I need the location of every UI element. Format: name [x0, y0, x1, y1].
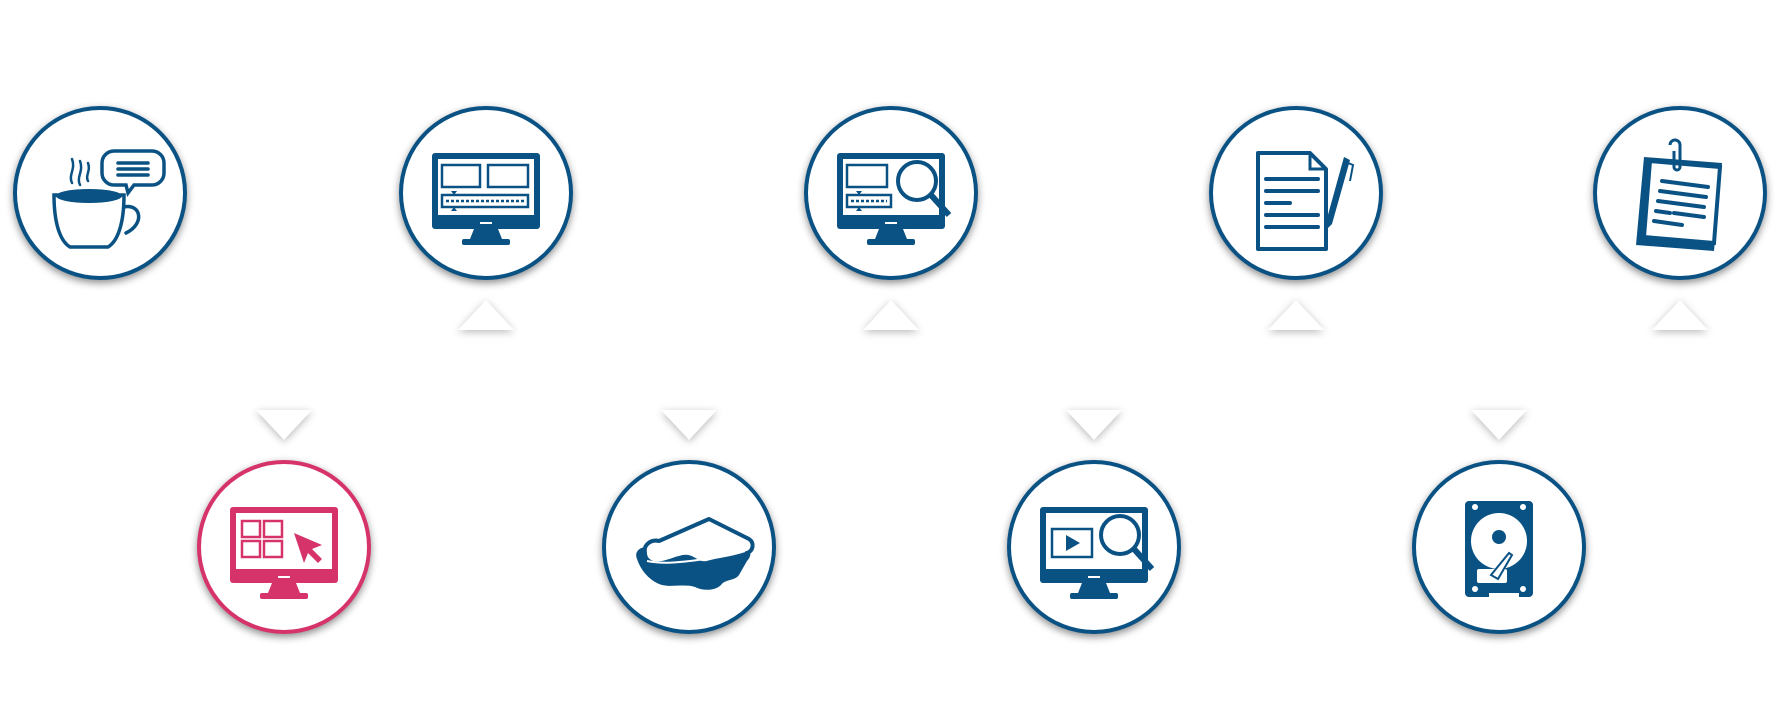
- step-paperwork[interactable]: [1593, 106, 1767, 280]
- step-video-search[interactable]: [1007, 460, 1181, 634]
- step-desktop-app-select[interactable]: [197, 460, 371, 634]
- arrow-up: [1268, 300, 1324, 330]
- arrow-down: [1066, 410, 1122, 440]
- monitor-editor-magnifier-icon: [837, 153, 952, 245]
- arrow-up: [863, 300, 919, 330]
- step-storage[interactable]: [1412, 460, 1586, 634]
- step-write-document[interactable]: [1209, 106, 1383, 280]
- document-pen-icon: [1256, 151, 1355, 251]
- monitor-video-magnifier-icon: [1040, 507, 1155, 599]
- clipped-papers-icon: [1636, 138, 1723, 251]
- arrow-up: [1652, 300, 1708, 330]
- desktop-apps-cursor-icon: [230, 507, 338, 599]
- arrow-up: [458, 300, 514, 330]
- arrow-down: [1471, 410, 1527, 440]
- step-lunch[interactable]: [602, 460, 776, 634]
- arrow-down: [661, 410, 717, 440]
- step-video-editor[interactable]: [399, 106, 573, 280]
- sandwich-icon: [636, 517, 755, 590]
- monitor-video-editor-icon: [432, 153, 540, 245]
- hard-drive-icon: [1465, 501, 1533, 597]
- step-coffee-chat[interactable]: [13, 106, 187, 280]
- step-video-review[interactable]: [804, 106, 978, 280]
- coffee-chat-icon: [52, 149, 166, 249]
- arrow-down: [256, 410, 312, 440]
